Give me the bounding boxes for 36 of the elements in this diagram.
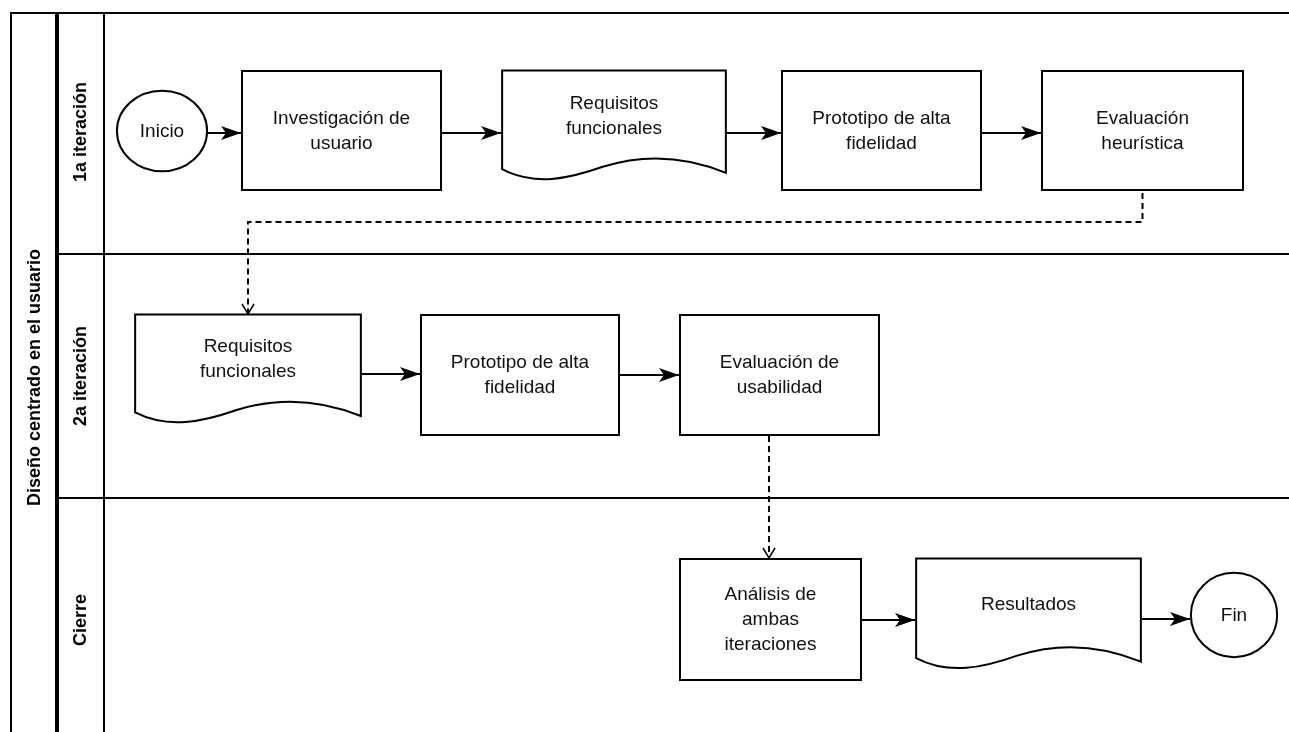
node-label: Evaluación de usabilidad [718, 350, 841, 399]
arrow [1141, 612, 1191, 626]
node-label: Análisis de ambas iteraciones [723, 582, 818, 656]
arrow [726, 126, 782, 140]
node-label: Resultados [980, 591, 1077, 616]
process-box [781, 70, 982, 191]
node-label: Prototipo de alta fidelidad [811, 105, 952, 155]
process-box [420, 314, 620, 436]
process-box [241, 70, 442, 191]
process-box [679, 558, 862, 681]
arrow [361, 367, 421, 381]
node-label: Requisitos funcionales [198, 334, 298, 383]
swimlane [55, 497, 1289, 732]
arrow [762, 435, 776, 559]
node-label: Requisitos funcionales [564, 90, 664, 140]
lane-title: 1a iteración [69, 82, 91, 183]
lane-title: Diseño centrado en el usuario [24, 249, 45, 507]
arrow [441, 126, 502, 140]
node-label: Investigación de usuario [271, 105, 412, 155]
terminal-ellipse [1190, 572, 1278, 658]
node-label: Evaluación heurística [1095, 105, 1190, 155]
arrow [981, 126, 1042, 140]
node-label: Fin [1220, 602, 1248, 627]
pool [10, 12, 1289, 732]
swimlane [55, 253, 1289, 497]
lane-title: Cierre [69, 594, 91, 647]
node-label: Prototipo de alta fidelidad [449, 350, 591, 399]
process-box [679, 314, 880, 436]
terminal-ellipse [116, 90, 208, 172]
process-box [1041, 70, 1244, 191]
arrow [241, 192, 1144, 315]
lane-title: 2a iteración [69, 325, 91, 426]
arrow [619, 368, 680, 382]
node-label: Inicio [139, 118, 185, 143]
arrow [207, 126, 242, 140]
arrow [861, 613, 916, 627]
